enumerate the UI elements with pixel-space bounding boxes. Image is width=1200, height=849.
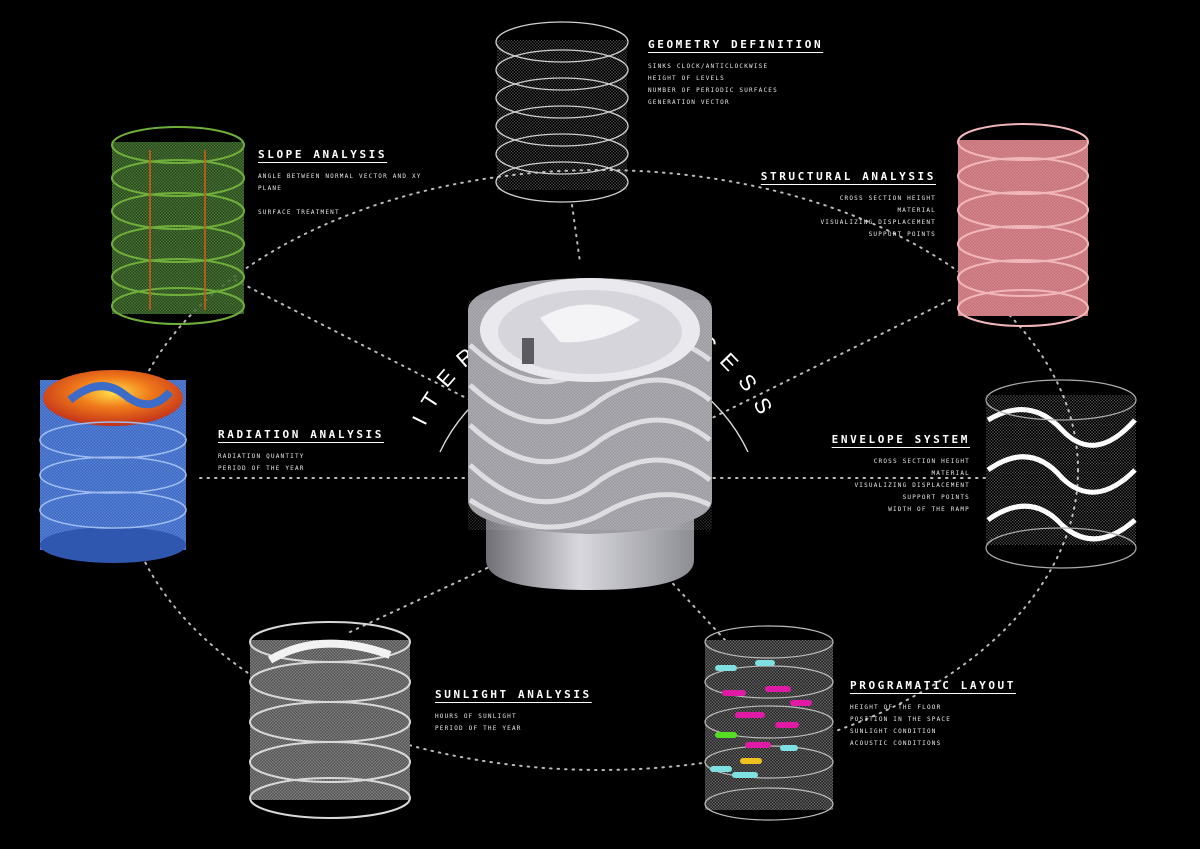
spoke-sunlight xyxy=(349,561,501,633)
sunlight-params: HOURS OF SUNLIGHT PERIOD OF THE YEAR xyxy=(435,711,592,735)
spoke-program xyxy=(664,574,726,641)
envelope-param: SUPPORT POINTS xyxy=(902,494,970,501)
slope-tower xyxy=(111,126,245,325)
envelope-param: WIDTH OF THE RAMP xyxy=(888,506,970,513)
geometry-param: HEIGHT OF LEVELS xyxy=(648,75,725,82)
radiation-tower xyxy=(39,370,187,563)
geometry-params: SINKS CLOCK/ANTICLOCKWISE HEIGHT OF LEVE… xyxy=(648,61,823,109)
radiation-params: RADIATION QUANTITY PERIOD OF THE YEAR xyxy=(218,451,384,475)
envelope-tower xyxy=(985,379,1137,569)
program-tags xyxy=(710,660,812,778)
program-params: HEIGHT OF THE FLOOR POSITION IN THE SPAC… xyxy=(850,702,1016,750)
sunlight-param: HOURS OF SUNLIGHT xyxy=(435,713,517,720)
geometry-param: SINKS CLOCK/ANTICLOCKWISE xyxy=(648,63,769,70)
structural-tower xyxy=(957,123,1089,327)
structural-param: CROSS SECTION HEIGHT xyxy=(839,195,936,202)
program-param: ACOUSTIC CONDITIONS xyxy=(850,740,942,747)
structural-param: SUPPORT POINTS xyxy=(868,231,936,238)
geometry-title: GEOMETRY DEFINITION xyxy=(648,38,824,51)
program-param: SUNLIGHT CONDITION xyxy=(850,728,937,735)
program-tower xyxy=(704,625,834,821)
slope-title: SLOPE ANALYSIS xyxy=(258,148,388,161)
program-title: PROGRAMATIC LAYOUT xyxy=(850,679,1017,692)
envelope-block: ENVELOPE SYSTEM CROSS SECTION HEIGHT MAT… xyxy=(832,433,970,516)
sunlight-block: SUNLIGHT ANALYSIS HOURS OF SUNLIGHT PERI… xyxy=(435,688,592,735)
geometry-block: GEOMETRY DEFINITION SINKS CLOCK/ANTICLOC… xyxy=(648,38,823,109)
slope-param xyxy=(258,195,422,207)
structural-param: VISUALIZING DISPLACEMENT xyxy=(820,219,936,226)
radiation-title: RADIATION ANALYSIS xyxy=(218,428,385,441)
slope-block: SLOPE ANALYSIS ANGLE BETWEEN NORMAL VECT… xyxy=(258,148,422,219)
slope-params: ANGLE BETWEEN NORMAL VECTOR AND XY PLANE… xyxy=(258,171,422,219)
envelope-param: MATERIAL xyxy=(931,470,970,477)
radiation-param: PERIOD OF THE YEAR xyxy=(218,465,305,472)
spoke-geometry xyxy=(571,204,581,263)
structural-title: STRUCTURAL ANALYSIS xyxy=(760,170,936,183)
spoke-structural xyxy=(707,299,951,421)
spokes xyxy=(199,204,986,641)
sunlight-title: SUNLIGHT ANALYSIS xyxy=(435,688,592,701)
central-tower xyxy=(468,278,712,590)
structural-block: STRUCTURAL ANALYSIS CROSS SECTION HEIGHT… xyxy=(761,170,936,241)
envelope-param: CROSS SECTION HEIGHT xyxy=(873,458,970,465)
structural-param: MATERIAL xyxy=(897,207,936,214)
program-block: PROGRAMATIC LAYOUT HEIGHT OF THE FLOOR P… xyxy=(850,679,1016,750)
slope-param: ANGLE BETWEEN NORMAL VECTOR AND XY xyxy=(258,173,422,180)
spoke-slope xyxy=(234,279,471,401)
sunlight-tower xyxy=(249,621,411,819)
sunlight-param: PERIOD OF THE YEAR xyxy=(435,725,522,732)
structural-params: CROSS SECTION HEIGHT MATERIAL VISUALIZIN… xyxy=(761,193,936,241)
program-param: HEIGHT OF THE FLOOR xyxy=(850,704,942,711)
slope-param: PLANE xyxy=(258,185,283,192)
geometry-tower xyxy=(495,21,629,203)
program-param: POSITION IN THE SPACE xyxy=(850,716,952,723)
envelope-params: CROSS SECTION HEIGHT MATERIAL VISUALIZIN… xyxy=(832,456,970,516)
radiation-param: RADIATION QUANTITY xyxy=(218,453,305,460)
envelope-param: VISUALIZING DISPLACEMENT xyxy=(854,482,970,489)
geometry-param: GENERATION VECTOR xyxy=(648,99,730,106)
envelope-title: ENVELOPE SYSTEM xyxy=(831,433,970,446)
slope-param: SURFACE TREATMENT xyxy=(258,209,340,216)
geometry-param: NUMBER OF PERIODIC SURFACES xyxy=(648,87,778,94)
radiation-block: RADIATION ANALYSIS RADIATION QUANTITY PE… xyxy=(218,428,384,475)
